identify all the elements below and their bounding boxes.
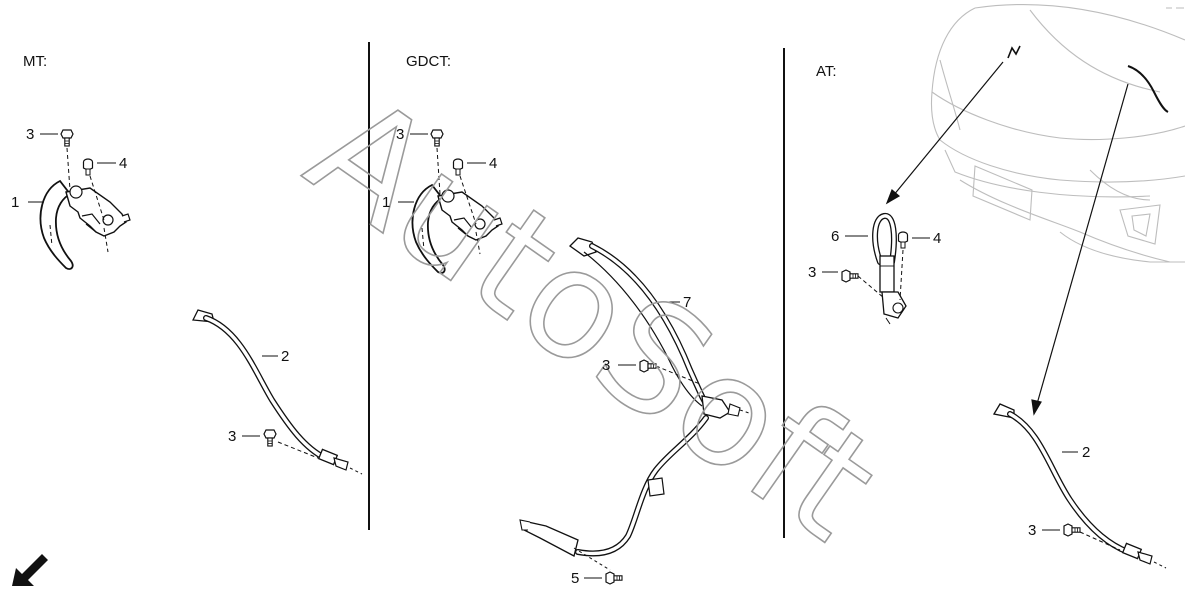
callout-mt-bracket: 1 <box>11 194 20 211</box>
mt-bolt-3-lower <box>263 429 277 447</box>
callout-gdct-bolt-upper: 3 <box>396 126 405 143</box>
callout-mt-cable: 2 <box>281 348 290 365</box>
at-bolt-lower-guide <box>1079 531 1121 551</box>
callout-gdct-cable-7: 7 <box>683 294 692 311</box>
mt-nut-4 <box>82 158 94 176</box>
callout-mt-nut: 4 <box>119 155 128 172</box>
gdct-bolt-middle-guide <box>655 365 701 385</box>
callout-mt-bolt-upper: 3 <box>26 126 35 143</box>
callout-at-strap-6: 6 <box>831 228 840 245</box>
gdct-leader-lines <box>398 133 680 579</box>
gdct-nut-4 <box>452 158 464 176</box>
callout-at-bolt-upper: 3 <box>808 264 817 281</box>
at-ground-cable-part-2 <box>992 403 1167 569</box>
gdct-bolt-3-upper <box>430 129 444 147</box>
at-leader-lines <box>822 235 1078 531</box>
front-direction-arrow-icon <box>12 554 48 586</box>
callout-at-cable: 2 <box>1082 444 1091 461</box>
mt-ground-cable-part-2 <box>191 309 363 475</box>
callout-gdct-bolt-5: 5 <box>571 570 580 587</box>
section-label-gdct: GDCT: <box>406 53 451 70</box>
mt-leader-lines <box>28 133 278 437</box>
callout-at-bolt-lower: 3 <box>1028 522 1037 539</box>
at-bolt-3-lower <box>1063 523 1081 537</box>
gdct-ground-cable-part-7 <box>519 237 753 571</box>
gdct-bolt-3-middle <box>639 359 657 373</box>
callout-gdct-bolt-middle: 3 <box>602 357 611 374</box>
at-nut-4 <box>897 231 909 249</box>
vehicle-cable-right-detail <box>1127 65 1169 113</box>
mt-bracket-part-1 <box>39 180 131 270</box>
callout-gdct-bracket: 1 <box>382 194 391 211</box>
locator-arrows <box>885 61 1129 416</box>
vehicle-front-outline <box>930 3 1185 263</box>
section-label-mt: MT: <box>23 53 48 70</box>
at-nut-guide <box>899 249 904 301</box>
gdct-bracket-part-1 <box>411 184 503 274</box>
callout-mt-bolt-lower: 3 <box>228 428 237 445</box>
gdct-alignment-lines <box>421 147 481 255</box>
at-bolt-3-upper <box>841 269 859 283</box>
at-bolt-upper-guide <box>857 275 885 299</box>
mt-bolt-lower-guide <box>277 441 319 459</box>
at-ground-strap-part-6 <box>872 213 907 325</box>
callout-at-nut: 4 <box>933 230 942 247</box>
mt-bolt-3-upper <box>60 129 74 147</box>
gdct-bolt-5 <box>605 571 623 585</box>
callout-gdct-nut: 4 <box>489 155 498 172</box>
vehicle-cable-left-detail <box>1007 45 1021 59</box>
mt-alignment-lines <box>49 147 109 253</box>
section-label-at: AT: <box>816 63 837 80</box>
